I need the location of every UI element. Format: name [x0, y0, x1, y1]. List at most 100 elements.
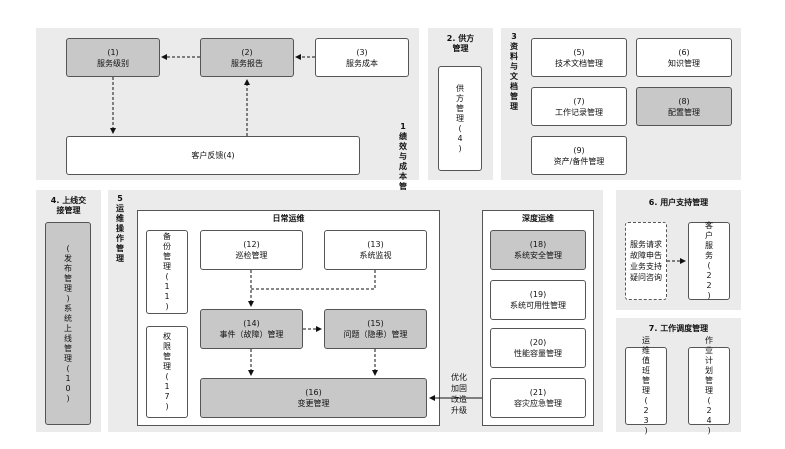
capacity-label: 性能容量管理: [514, 349, 562, 358]
vertical-char: 作: [116, 234, 124, 243]
service-cost-label: 服务成本: [346, 58, 378, 68]
service-cost-box[interactable]: (3) 服务成本: [315, 38, 409, 77]
supplier-title: 2. 供方 管理: [428, 34, 493, 54]
vertical-char: 3: [511, 32, 517, 41]
supplier-title-line2: 管理: [452, 44, 469, 53]
vertical-char: 线: [64, 333, 72, 343]
vertical-char: 效: [399, 142, 407, 151]
inspection-box[interactable]: (12) 巡检管理: [200, 230, 303, 270]
vertical-char: 成: [399, 162, 407, 171]
vertical-char: 管: [64, 343, 72, 353]
supplier-management-box[interactable]: 供方管理(4): [438, 66, 482, 171]
tech-doc-label: 技术文档管理: [555, 58, 603, 68]
optimize-word-2: 加固: [451, 384, 467, 393]
vertical-char: 份: [163, 242, 171, 251]
disaster-recovery-box[interactable]: (21) 容灾应急管理: [490, 378, 586, 418]
vertical-char: 业: [705, 346, 713, 355]
tech-doc-box[interactable]: (5) 技术文档管理: [531, 38, 627, 77]
vertical-char: 上: [64, 323, 72, 333]
change-box[interactable]: (16) 变更管理: [200, 378, 427, 418]
service-report-box[interactable]: (2) 服务报告: [200, 38, 294, 77]
vertical-char: (: [165, 372, 169, 381]
vertical-char: ): [707, 426, 711, 435]
vertical-char: 权: [163, 332, 171, 341]
problem-box[interactable]: (15) 问题（隐患）管理: [324, 309, 427, 349]
customer-feedback-box[interactable]: 客户反馈(4): [66, 136, 360, 175]
daily-ops-title: 日常运维: [272, 214, 305, 223]
vertical-char: 发: [64, 253, 72, 263]
vertical-char: 4: [457, 133, 463, 143]
vertical-char: 理: [163, 262, 171, 271]
vertical-char: 7: [164, 392, 170, 401]
monitoring-box[interactable]: (13) 系统监视: [324, 230, 427, 270]
asset-box[interactable]: (9) 资产/备件管理: [531, 136, 627, 175]
vertical-char: 客: [705, 221, 713, 230]
vertical-char: 料: [510, 52, 518, 61]
security-num: (18): [529, 240, 547, 249]
vertical-char: 0: [65, 383, 71, 393]
customer-feedback-label: 客户反馈(4): [191, 151, 235, 160]
vertical-char: (: [707, 396, 711, 405]
work-record-box[interactable]: (7) 工作记录管理: [531, 87, 627, 126]
asset-num: (9): [573, 145, 585, 155]
vertical-char: (: [458, 123, 462, 133]
change-label: 变更管理: [297, 399, 330, 408]
vertical-char: 管: [163, 352, 171, 361]
vertical-char: 理: [163, 362, 171, 371]
service-level-box[interactable]: (1) 服务级别: [66, 38, 160, 77]
request-type-3: 业务支持: [630, 262, 662, 271]
vertical-char: 管: [456, 103, 464, 113]
supplier-management-label: 供方管理(4): [456, 84, 464, 154]
vertical-char: 作: [705, 336, 713, 345]
vertical-char: 理: [642, 386, 650, 395]
incident-box[interactable]: (14) 事件（故障）管理: [200, 309, 303, 349]
vertical-char: 管: [705, 376, 713, 385]
vertical-char: (: [66, 243, 70, 253]
vertical-char: 2: [706, 281, 712, 290]
capacity-num: (20): [529, 338, 547, 347]
knowledge-box[interactable]: (6) 知识管理: [636, 38, 732, 77]
scheduling-title: 7. 工作调度管理: [648, 324, 709, 333]
tech-doc-num: (5): [573, 47, 585, 57]
vertical-char: 绩: [399, 132, 407, 141]
disaster-recovery-num: (21): [529, 388, 547, 397]
vertical-char: 管: [642, 376, 650, 385]
optimize-label: 优化 加固 改造 升级: [451, 372, 477, 416]
vertical-char: 档: [510, 82, 518, 91]
security-label: 系统安全管理: [514, 251, 562, 260]
config-num: (8): [678, 96, 690, 106]
request-type-2: 故障申告: [630, 251, 662, 260]
optimize-word-1: 优化: [451, 373, 467, 382]
deep-ops-title: 深度运维: [522, 214, 554, 223]
disaster-recovery-label: 容灾应急管理: [514, 399, 562, 408]
security-box[interactable]: (18) 系统安全管理: [490, 230, 586, 270]
problem-label: 问题（隐患）管理: [343, 330, 408, 339]
vertical-char: 服: [705, 241, 713, 250]
vertical-char: ): [707, 291, 711, 300]
service-level-label: 服务级别: [97, 58, 129, 68]
asset-label: 资产/备件管理: [553, 156, 605, 166]
request-type-4: 疑问咨询: [630, 273, 662, 282]
availability-box[interactable]: (19) 系统可用性管理: [490, 280, 586, 320]
capacity-box[interactable]: (20) 性能容量管理: [490, 328, 586, 368]
work-record-label: 工作记录管理: [555, 107, 603, 117]
vertical-char: 2: [706, 271, 712, 280]
monitoring-num: (13): [367, 240, 384, 249]
vertical-char: 1: [400, 122, 406, 131]
config-box[interactable]: (8) 配置管理: [636, 87, 732, 126]
release-title-line2: 接管理: [56, 206, 81, 215]
optimize-word-3: 改造: [451, 395, 467, 404]
vertical-char: 运: [116, 204, 124, 213]
vertical-char: 备: [163, 232, 171, 241]
vertical-char: 划: [705, 366, 713, 375]
